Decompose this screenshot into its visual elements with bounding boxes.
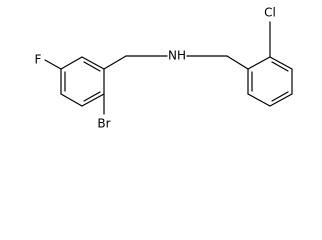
bond-right-ring-4 bbox=[269, 93, 293, 107]
bond-right-methylene bbox=[226, 55, 249, 70]
bond-left-ring-4 bbox=[81, 93, 105, 107]
double-bond-left-ring-b bbox=[83, 91, 101, 102]
double-bond-left-ring-a bbox=[83, 61, 101, 72]
bond-left-ring-1 bbox=[60, 56, 83, 70]
chemical-structure: F Br NH Cl bbox=[35, 6, 293, 131]
atom-label-chlorine: Cl bbox=[264, 6, 276, 20]
bond-fluorine bbox=[44, 59, 62, 70]
double-bond-right-ring-b bbox=[271, 91, 289, 102]
atom-label-bromine: Br bbox=[97, 117, 110, 131]
bond-right-ring-2 bbox=[269, 56, 293, 70]
atom-label-fluorine: F bbox=[35, 53, 42, 67]
bond-right-ring-5 bbox=[247, 93, 271, 107]
bond-left-ring-2 bbox=[81, 56, 105, 70]
double-bond-right-ring-a bbox=[271, 61, 289, 72]
atom-label-nitrogen: NH bbox=[168, 49, 186, 63]
bond-left-ring-5 bbox=[60, 93, 83, 107]
left-benzene-ring bbox=[60, 56, 105, 107]
right-benzene-ring bbox=[247, 56, 293, 107]
bond-left-methylene bbox=[103, 55, 127, 70]
bond-right-ring-1 bbox=[247, 56, 271, 70]
